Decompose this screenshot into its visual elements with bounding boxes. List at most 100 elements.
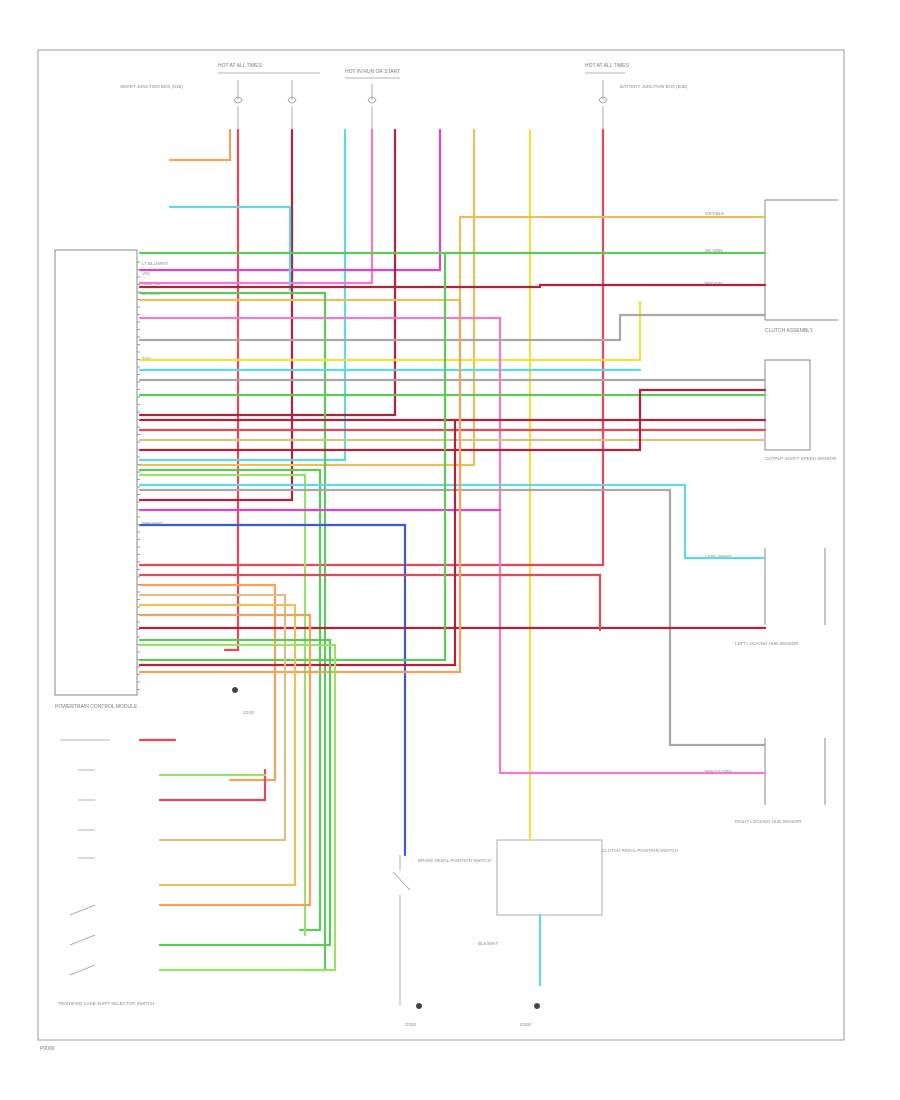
pin-tick: [137, 479, 140, 480]
clutch-switch-box: [496, 839, 603, 916]
pin-tick: [137, 441, 140, 443]
wire-red-feed: [223, 128, 240, 652]
pin-tick: [137, 336, 140, 338]
ground-symbols: [232, 687, 540, 1009]
wire-gold-feed: [138, 128, 476, 467]
pin-tick: [137, 426, 140, 428]
pin-tick: [137, 524, 140, 525]
pin-tick: [137, 359, 140, 360]
wire-orange-lower2: [138, 298, 462, 674]
pin-tick: [137, 434, 140, 435]
control-module-box: [54, 249, 138, 696]
pin-tick: [137, 284, 140, 285]
wire-orange-input: [168, 128, 232, 162]
wire-lime-switch: [138, 643, 337, 972]
switch-assembly-label: TRANSFER CASE SHIFT SELECTOR SWITCH: [58, 1001, 154, 1006]
pin-tick: [137, 531, 140, 533]
pin-tick: [137, 681, 140, 683]
fuse-symbols: [233, 80, 608, 130]
pin-tick: [137, 621, 140, 623]
wire-label-1: LT BLU/WHT: [142, 261, 169, 266]
wire-label-10: LT BLU/WHT: [705, 554, 732, 559]
switch-contacts: [60, 739, 110, 976]
pin-tick: [137, 591, 140, 593]
wire-label-9: RED/YEL: [705, 281, 725, 286]
footer-code: P0000: [40, 1046, 55, 1052]
wire-orange-switch: [138, 613, 312, 907]
pin-tick: [137, 644, 140, 645]
wire-blue-brake: [138, 523, 407, 857]
right-sensor-box: [764, 738, 826, 805]
fuse-label-left: SMART JUNCTION BOX (SJB): [120, 84, 183, 89]
pin-tick: [137, 501, 140, 503]
clutch-switch-label: CLUTCH PEDAL POSITION SWITCH: [602, 848, 678, 853]
top-label-left: HOT AT ALL TIMES: [218, 63, 263, 69]
wire-darkred-speed2: [138, 388, 767, 452]
top-label-right: HOT AT ALL TIMES: [585, 63, 630, 69]
wire-gray-row: [138, 313, 767, 342]
pin-tick: [137, 396, 140, 398]
clutch-assembly-label: CLUTCH ASSEMBLY: [765, 328, 814, 334]
wire-cyan-feed: [138, 128, 347, 462]
wire-red-switch: [158, 768, 267, 802]
right-sensor-label: RIGHT LOCKING HUB SENSOR: [735, 819, 802, 824]
wire-harness: [138, 128, 767, 987]
left-sensor-box: [764, 548, 826, 625]
top-label-middle: HOT IN RUN OR START: [345, 69, 400, 75]
wire-green-switch: [138, 638, 332, 947]
wire-gold-switch: [138, 603, 297, 887]
wire-label-2: VIO: [142, 271, 150, 276]
connector-marks: [137, 261, 140, 690]
wire-cyan-lower: [138, 483, 767, 560]
pin-tick: [137, 366, 140, 368]
diagram-frame: [37, 49, 845, 1041]
wire-orange-lower: [138, 583, 277, 782]
wire-magenta-feed: [138, 128, 442, 272]
ground-label-right: G300: [520, 1022, 532, 1027]
pin-tick: [137, 419, 140, 420]
pin-tick: [137, 659, 140, 660]
wire-label-12: BLK/WHT: [478, 941, 498, 946]
pin-tick: [137, 261, 140, 263]
pin-tick: [137, 486, 140, 488]
pin-tick: [137, 636, 140, 638]
ground-label-mid: G200: [405, 1022, 417, 1027]
fuse-label-right: BATTERY JUNCTION BOX (BJB): [620, 84, 688, 89]
pin-tick: [137, 629, 140, 630]
pin-tick: [137, 666, 140, 668]
wire-lime-lower: [138, 473, 307, 937]
pin-tick: [137, 539, 140, 540]
wire-pink-feed: [138, 128, 374, 285]
wire-cyan-input: [168, 205, 292, 292]
wire-darkred-mid: [138, 128, 397, 417]
speed-sensor-box: [764, 359, 811, 451]
ground-label-left: G100: [243, 710, 255, 715]
pin-tick: [137, 299, 140, 300]
pin-tick: [137, 276, 140, 278]
wire-label-8: DK GRN: [705, 248, 723, 253]
left-sensor-label: LEFT LOCKING HUB SENSOR: [735, 641, 799, 646]
wire-red-right-feed: [138, 128, 605, 567]
wire-yellow-row: [138, 300, 642, 362]
clutch-assembly-box: [764, 199, 838, 321]
pin-tick: [137, 374, 140, 375]
pin-tick: [137, 449, 140, 450]
pin-tick: [137, 456, 140, 458]
pin-tick: [137, 561, 140, 563]
wire-pink-row: [138, 316, 767, 775]
wire-tan-switch: [138, 593, 287, 842]
pin-tick: [137, 291, 140, 293]
pin-tick: [137, 381, 140, 383]
pin-tick: [137, 599, 140, 600]
pin-tick: [137, 321, 140, 323]
wire-gray-lower: [138, 488, 767, 747]
pin-tick: [137, 464, 140, 465]
wire-label-6: BRN/WHT: [142, 521, 163, 526]
pin-tick: [137, 351, 140, 353]
pin-tick: [137, 471, 140, 473]
wire-darkred-lower2: [138, 418, 457, 667]
pin-tick: [137, 516, 140, 518]
wire-darkred-feed: [138, 128, 294, 502]
pin-tick: [137, 314, 140, 315]
